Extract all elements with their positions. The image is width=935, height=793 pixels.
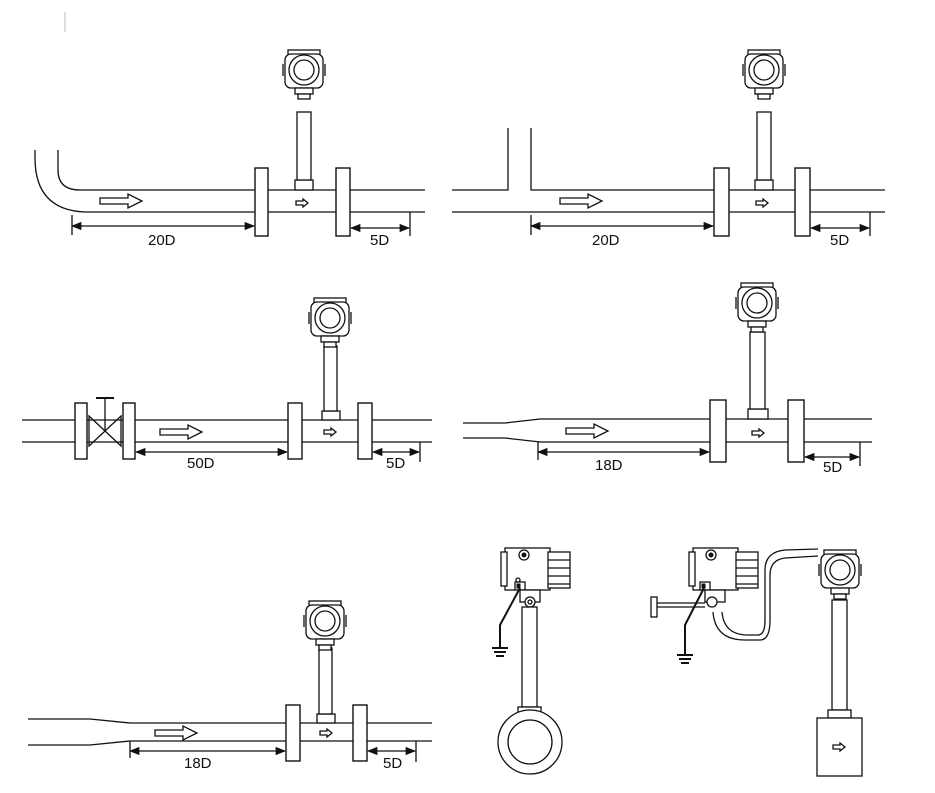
downstream-length-label: 5D: [370, 232, 389, 249]
remote-cable: [712, 555, 819, 641]
flow-arrow-icon: [319, 728, 333, 738]
pipe-elbow-outer: [34, 150, 255, 213]
sensor-stem: [831, 599, 848, 711]
flow-arrow-icon: [159, 424, 203, 440]
flow-arrow-icon: [755, 198, 769, 208]
flow-arrow-icon: [99, 193, 143, 209]
flow-arrow-icon: [154, 725, 198, 741]
valve-icon: [87, 397, 123, 448]
flange-icon: [352, 704, 368, 762]
downstream-length-label: 5D: [830, 232, 849, 249]
ground-icon: [491, 637, 509, 657]
transmitter-side-view: [500, 547, 571, 608]
flange-icon: [709, 399, 727, 463]
flow-arrow-icon: [559, 193, 603, 209]
wafer-bore: [507, 719, 553, 765]
diagram-reducer-upstream-2: 18D 5D: [28, 600, 432, 772]
diagram-valve-upstream: 50D 5D: [22, 297, 432, 472]
flange-icon: [285, 704, 301, 762]
flow-arrow-icon: [323, 427, 337, 437]
downstream-length-label: 5D: [383, 755, 402, 772]
flange-icon: [254, 167, 269, 237]
diagram-expansion-upstream: 20D 5D: [452, 49, 885, 249]
diagram-remote-transmitter: [650, 547, 863, 777]
transmitter-head-icon: [308, 297, 352, 348]
transmitter-head-icon: [303, 600, 347, 651]
downstream-length-label: 5D: [386, 455, 405, 472]
upstream-length-label: 18D: [595, 457, 623, 474]
flow-arrow-icon: [565, 423, 609, 439]
transmitter-head-icon: [282, 49, 326, 100]
flange-icon: [794, 167, 811, 237]
transmitter-head-icon: [742, 49, 786, 100]
flange-icon: [287, 402, 303, 460]
flange-icon: [335, 167, 351, 237]
inline-meter-body: [816, 717, 863, 777]
ground-wire: [684, 585, 706, 645]
sensor-stem: [521, 606, 538, 708]
pipe-elbow-inner: [57, 150, 255, 191]
flange-icon: [122, 402, 136, 460]
diagram-reducer-upstream: 18D 5D: [463, 282, 872, 476]
sensor-stem: [749, 331, 766, 410]
upstream-length-label: 20D: [148, 232, 176, 249]
transmitter-head-icon: [735, 282, 779, 333]
sensor-stem: [323, 345, 338, 412]
downstream-length-label: 5D: [823, 459, 842, 476]
sensor-stem: [318, 647, 333, 715]
transmitter-head-icon: [818, 549, 862, 600]
flange-icon: [357, 402, 373, 460]
upstream-length-label: 20D: [592, 232, 620, 249]
flange-icon: [713, 167, 730, 237]
flange-icon: [74, 402, 88, 460]
flow-arrow-icon: [295, 198, 309, 208]
sensor-stem: [296, 111, 312, 181]
flow-arrow-icon: [751, 428, 765, 438]
diagram-grounded-wafer-meter: [491, 547, 571, 775]
flange-icon: [787, 399, 805, 463]
upstream-length-label: 50D: [187, 455, 215, 472]
ground-wire: [499, 587, 521, 640]
ground-icon: [676, 644, 694, 664]
upstream-length-label: 18D: [184, 755, 212, 772]
diagram-elbow-upstream: 20D 5D: [34, 49, 425, 249]
sensor-stem: [756, 111, 772, 181]
